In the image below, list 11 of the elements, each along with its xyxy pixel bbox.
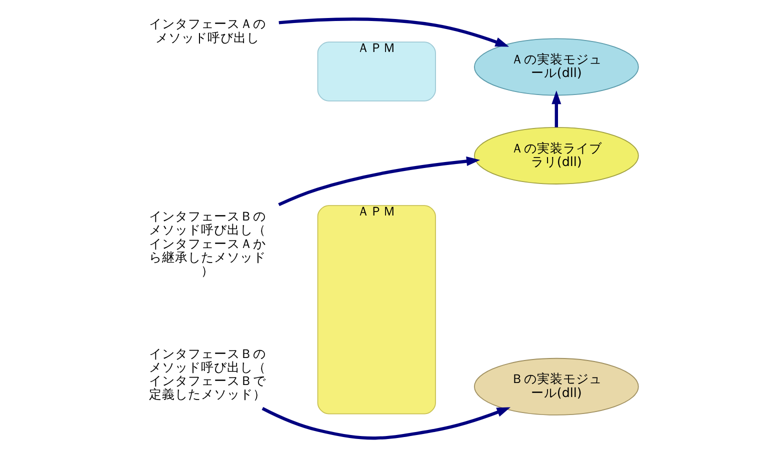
node-box: ＡＰＭ: [316, 42, 436, 102]
node-text: インタフェースＢのメソッド呼び出し（インタフェースＢで定義したメソッド）: [148, 346, 266, 402]
arrow: [551, 90, 561, 128]
node-ellipse: Ｂの実装モジュール(dll): [473, 358, 638, 416]
node-text: インタフェースＢのメソッド呼び出し（インタフェースＡから継承したメソッド）: [148, 208, 266, 278]
arrow: [261, 407, 510, 440]
arrow: [278, 156, 480, 206]
node-box: ＡＰＭ: [316, 205, 436, 414]
node-ellipse: Ａの実装ライブラリ(dll): [473, 126, 638, 184]
node-text: インタフェースＡのメソッド呼び出し: [148, 16, 266, 45]
arrow: [278, 18, 509, 47]
